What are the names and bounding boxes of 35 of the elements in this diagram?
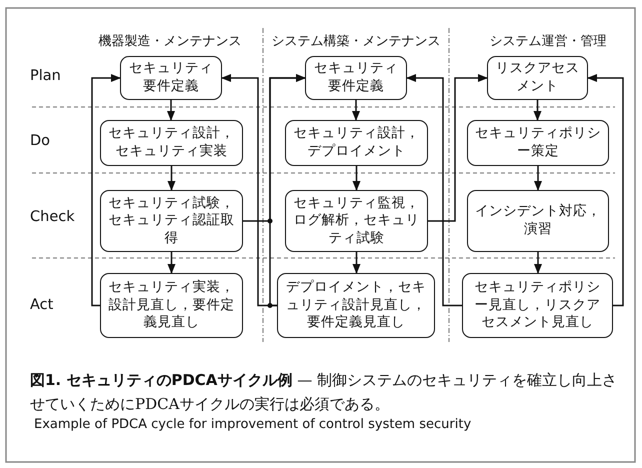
- arrow: [352, 166, 360, 191]
- arrow: [534, 166, 542, 191]
- process-box: セキュリティポリシー見直し，リスクアセスメント見直し: [462, 273, 613, 338]
- column-heading: 機器製造・メンテナンス: [98, 32, 242, 50]
- arrow: [534, 252, 542, 274]
- process-box: セキュリティ実装，設計見直し，要件定義見直し: [100, 273, 243, 338]
- process-box: セキュリティ設計，デプロイメント: [285, 120, 428, 166]
- row-label: Check: [30, 208, 75, 225]
- process-box: セキュリティ試験，セキュリティ認証取得: [100, 190, 243, 252]
- column-heading: システム運営・管理: [490, 32, 606, 50]
- row-label: Do: [30, 132, 50, 149]
- arrow: [168, 166, 176, 191]
- process-box: セキュリティ監視，ログ解析，セキュリティ試験: [285, 190, 428, 252]
- arrow: [534, 100, 542, 121]
- arrow: [352, 100, 360, 121]
- row-label: Plan: [30, 68, 61, 84]
- process-box: セキュリティ要件定義: [120, 56, 222, 100]
- caption: 図1. セキュリティのPDCAサイクル例 — 制御システムのセキュリティを確立し向上させていくためにPDCAサイクルの実行は必須である。: [30, 370, 618, 415]
- process-box: インシデント対応，演習: [467, 190, 609, 252]
- arrow: [168, 252, 176, 274]
- process-box: リスクアセスメント: [487, 56, 588, 100]
- arrow: [167, 100, 175, 121]
- arrow: [352, 252, 360, 274]
- process-box: セキュリティ設計，セキュリティ実装: [100, 120, 243, 166]
- arrow: [269, 74, 306, 306]
- arrow: [587, 74, 624, 306]
- arrow: [406, 74, 462, 306]
- process-box: デプロイメント，セキュリティ設計見直し，要件定義見直し: [277, 273, 435, 338]
- process-box: セキュリティポリシー策定: [467, 120, 609, 166]
- english-caption: Example of PDCA cycle for improvement of control system security: [34, 416, 472, 432]
- row-label: Act: [30, 296, 54, 313]
- column-heading: システム構築・メンテナンス: [272, 32, 440, 50]
- process-box: セキュリティ要件定義: [305, 56, 407, 100]
- arrow: [91, 74, 121, 306]
- arrow: [428, 74, 488, 222]
